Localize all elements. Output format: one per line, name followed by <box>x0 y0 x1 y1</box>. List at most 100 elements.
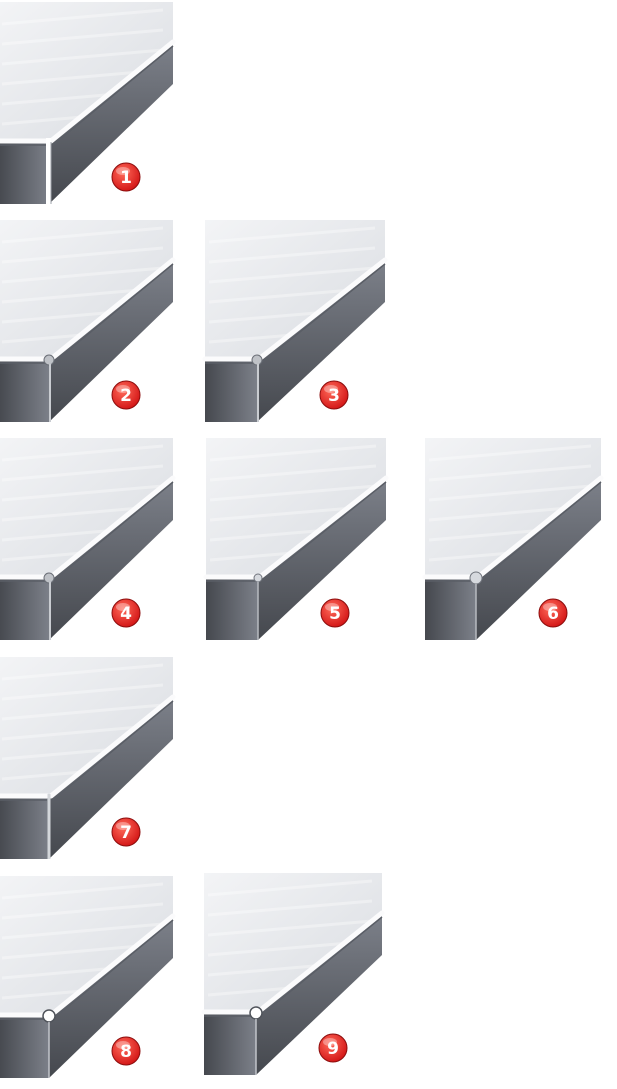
badge-gloss <box>116 167 130 175</box>
brush-streak <box>428 444 592 462</box>
bend-shadow-side <box>52 481 174 582</box>
corner-variant-6-drawing: 6 <box>422 438 604 640</box>
badge-circle <box>111 598 141 628</box>
bend-highlight-side <box>257 475 389 580</box>
brush-streak <box>1 226 164 244</box>
side-face <box>49 918 173 1078</box>
front-face <box>0 360 49 422</box>
brush-streak <box>1 28 164 46</box>
brush-streak <box>208 266 376 284</box>
brush-streak <box>209 464 377 482</box>
top-surface <box>0 2 173 142</box>
badge-label: 8 <box>120 1042 132 1062</box>
bend-shadow-side <box>52 919 174 1020</box>
bend-shadow-side <box>261 481 387 582</box>
brush-streak <box>1 8 164 26</box>
brush-streak <box>428 464 592 482</box>
badge-gloss <box>116 822 130 830</box>
corner-variant-9: 9 <box>201 873 385 1078</box>
corner-variant-7-drawing: 7 <box>0 657 176 859</box>
corner-variant-8: 8 <box>0 876 176 1081</box>
corner-notch <box>469 571 483 585</box>
corner-variant-1-drawing: 1 <box>0 2 176 204</box>
badge-label: 9 <box>327 1039 339 1059</box>
corner-relief-hole <box>42 1009 56 1023</box>
corner-variant-2: 2 <box>0 220 176 425</box>
corner-variant-4: 4 <box>0 438 176 643</box>
top-surface <box>204 873 382 1013</box>
badge-gloss <box>116 1041 130 1049</box>
corner-variant-9-drawing: 9 <box>201 873 385 1075</box>
front-face <box>0 1016 49 1078</box>
badge-circle <box>538 598 568 628</box>
brush-streak <box>428 484 592 502</box>
top-surface <box>205 220 385 360</box>
badge-circle <box>111 380 141 410</box>
badge-label: 7 <box>120 823 132 843</box>
side-face <box>49 480 173 640</box>
front-face <box>205 360 257 422</box>
corner-variant-2-drawing: 2 <box>0 220 176 422</box>
brush-streak <box>1 882 164 900</box>
bend-shadow-side <box>259 916 383 1017</box>
brush-streak <box>1 683 164 701</box>
brush-streak <box>1 922 164 940</box>
badge-label: 3 <box>328 386 340 406</box>
number-badge: 1 <box>111 162 141 192</box>
number-badge: 3 <box>319 380 349 410</box>
brush-streak <box>1 246 164 264</box>
corner-variant-5: 5 <box>203 438 389 643</box>
brush-streak <box>1 703 164 721</box>
brush-streak <box>1 663 164 681</box>
bend-shadow-side <box>260 263 386 364</box>
badge-gloss <box>324 385 338 393</box>
front-face <box>206 578 258 640</box>
side-face <box>476 480 601 640</box>
badge-gloss <box>323 1038 337 1046</box>
corner-variant-1: 1 <box>0 2 176 207</box>
number-badge: 8 <box>111 1036 141 1066</box>
front-face <box>0 797 49 859</box>
brush-streak <box>1 266 164 284</box>
corner-variant-6: 6 <box>422 438 604 643</box>
front-face <box>0 142 49 204</box>
badge-circle <box>111 1036 141 1066</box>
side-face <box>49 44 173 204</box>
corner-variant-7: 7 <box>0 657 176 862</box>
top-surface <box>425 438 601 578</box>
side-face <box>257 262 385 422</box>
bend-shadow-side <box>52 263 174 364</box>
bend-highlight-side <box>48 694 176 799</box>
brush-streak <box>209 484 377 502</box>
front-face <box>425 578 476 640</box>
number-badge: 9 <box>318 1033 348 1063</box>
corner-variant-4-drawing: 4 <box>0 438 176 640</box>
corner-round <box>43 572 55 584</box>
badge-gloss <box>116 385 130 393</box>
bend-highlight-side <box>475 475 604 580</box>
bend-highlight-side <box>255 910 385 1015</box>
bend-highlight-side <box>48 475 176 580</box>
badge-circle <box>111 162 141 192</box>
corner-variant-3-drawing: 3 <box>202 220 388 422</box>
bend-shadow-side <box>52 45 174 146</box>
number-badge: 2 <box>111 380 141 410</box>
corner-variant-3: 3 <box>202 220 388 425</box>
badge-label: 1 <box>120 168 132 188</box>
corner-variant-8-drawing: 8 <box>0 876 176 1078</box>
brush-streak <box>208 246 376 264</box>
brush-streak <box>1 484 164 502</box>
top-surface <box>206 438 386 578</box>
number-badge: 6 <box>538 598 568 628</box>
badge-circle <box>319 380 349 410</box>
side-face <box>49 699 173 859</box>
brush-streak <box>207 919 373 937</box>
number-badge: 4 <box>111 598 141 628</box>
badge-gloss <box>325 603 339 611</box>
bend-highlight-side <box>256 257 388 362</box>
corner-variant-5-drawing: 5 <box>203 438 389 640</box>
bend-shadow-side <box>479 481 602 582</box>
corner-notch <box>253 573 263 583</box>
badge-circle <box>318 1033 348 1063</box>
number-badge: 7 <box>111 817 141 847</box>
